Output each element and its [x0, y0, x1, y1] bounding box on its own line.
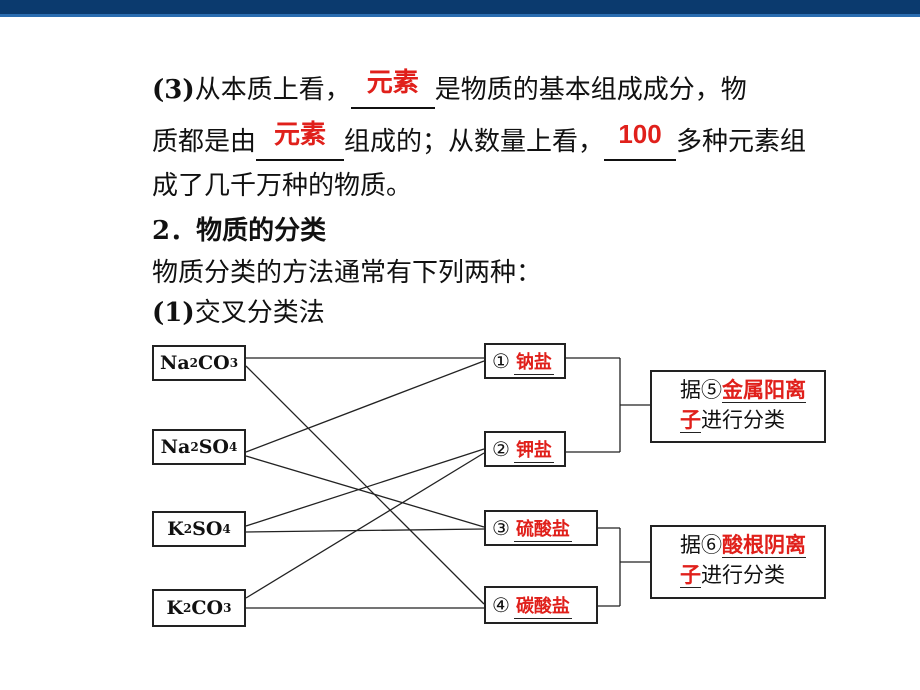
c2-s2: 4 [228, 440, 238, 454]
c4-a: K [166, 597, 184, 619]
banner-stripe [0, 14, 920, 17]
section2-heading: 2．物质的分类 [152, 216, 327, 246]
para3-text4: 组成的；从数量上看， [344, 127, 605, 157]
cat1-name: 钠盐 [513, 348, 554, 375]
c2-s1: 2 [190, 440, 199, 454]
answer-1: 元素 [366, 67, 419, 97]
section2-intro: 物质分类的方法通常有下列两种： [152, 258, 543, 288]
c3-s1: 2 [183, 522, 193, 536]
answer-2: 元素 [274, 119, 327, 149]
method-line: (1)交叉分类法 [152, 296, 325, 330]
basis-anion: 据⑥酸根阴离 子进行分类 [650, 525, 826, 599]
basis2-line2: 子进行分类 [680, 560, 824, 590]
blank-1: 元素 [350, 67, 435, 109]
top-banner [0, 0, 920, 17]
basis1-pre: 据⑤ [680, 378, 722, 402]
c1-b: CO [198, 352, 230, 374]
method-name: 交叉分类法 [194, 298, 325, 328]
link-na2so4-sodium [245, 360, 485, 453]
link-k2so4-potassium [245, 448, 485, 527]
basis2-line1: 据⑥酸根阴离 [680, 530, 824, 560]
cat2-num: ② [492, 437, 510, 461]
link-na2co3-carbonate [245, 365, 485, 605]
basis1-line2: 子进行分类 [680, 405, 824, 435]
basis-cation: 据⑤金属阳离 子进行分类 [650, 370, 826, 443]
c3-b: SO [192, 518, 223, 540]
cat4-name: 碳酸盐 [513, 592, 572, 619]
link-k2co3-potassium [245, 452, 485, 599]
link-k2so4-sulfate [245, 528, 485, 533]
cat1-num: ① [492, 349, 510, 373]
cat4-num: ④ [492, 593, 510, 617]
para3-text2: 是物质的基本组成成分，物 [434, 75, 747, 105]
basis2-pre: 据⑥ [680, 533, 722, 557]
c1-s1: 2 [189, 356, 198, 370]
cat3-num: ③ [492, 516, 510, 540]
basis1-post: 进行分类 [701, 408, 785, 432]
c4-s1: 2 [183, 601, 192, 615]
basis2-answer1: 酸根阴离 [722, 532, 806, 558]
basis1-answer1: 金属阳离 [722, 377, 806, 403]
c2-b: SO [198, 436, 229, 458]
c1-s2: 3 [229, 356, 239, 370]
c4-s2: 3 [223, 601, 232, 615]
cat2-name: 钾盐 [513, 436, 554, 463]
para3-line3: 成了几千万种的物质。 [152, 169, 412, 203]
c3-a: K [167, 518, 184, 540]
para3-text3: 质都是由 [152, 127, 257, 157]
para3-label: (3) [152, 75, 195, 105]
c4-b: CO [191, 597, 224, 619]
blank-2: 元素 [256, 119, 345, 161]
para3-line2: 质都是由元素组成的；从数量上看， 100 多种元素组 [152, 119, 807, 161]
c3-s2: 4 [222, 522, 231, 536]
para3-text5: 多种元素组 [676, 127, 807, 157]
c1-a: Na [159, 352, 190, 374]
blank-3: 100 [604, 119, 677, 161]
para3-text1: 从本质上看， [194, 75, 351, 105]
answer-3: 100 [618, 119, 662, 149]
method-label: (1) [152, 298, 195, 328]
link-na2so4-sulfate [245, 455, 485, 528]
para3-line1: (3)从本质上看， 元素是物质的基本组成成分，物 [152, 67, 747, 109]
cat3-name: 硫酸盐 [513, 515, 572, 542]
basis1-line1: 据⑤金属阳离 [680, 375, 824, 405]
c2-a: Na [160, 436, 191, 458]
basis2-post: 进行分类 [701, 563, 785, 587]
para3-text6: 成了几千万种的物质。 [152, 171, 413, 201]
basis1-answer2: 子 [680, 407, 701, 433]
basis2-answer2: 子 [680, 562, 701, 588]
